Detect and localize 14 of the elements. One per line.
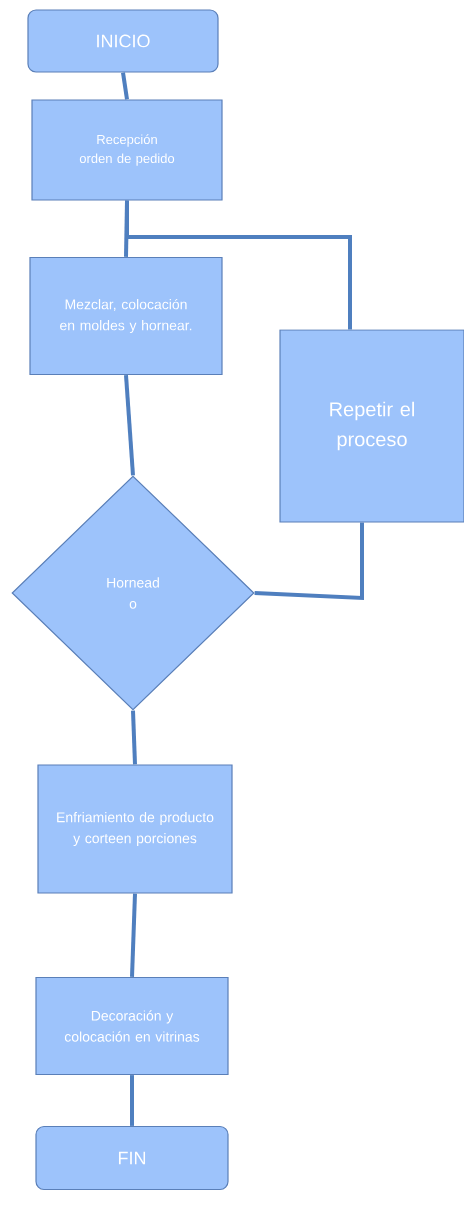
process-box: Repetir el proceso [279, 329, 464, 523]
connector-line [125, 200, 352, 330]
process-box: Recepción orden de pedido [31, 99, 223, 201]
process-box: Enfriamiento de producto y corteen porciones [37, 764, 233, 894]
terminal-box: INICIO [27, 9, 219, 73]
connector-line [130, 893, 137, 977]
connector-line [121, 72, 129, 100]
terminal-box: FIN [35, 1125, 229, 1191]
connector-line [254, 522, 364, 601]
connector-line [130, 1075, 134, 1126]
connector-line [131, 710, 137, 765]
connector-line [124, 374, 135, 476]
process-box: Mezclar, colocación en moldes y hornear. [29, 256, 223, 376]
process-box: Decoración y colocación en vitrinas [35, 976, 229, 1076]
